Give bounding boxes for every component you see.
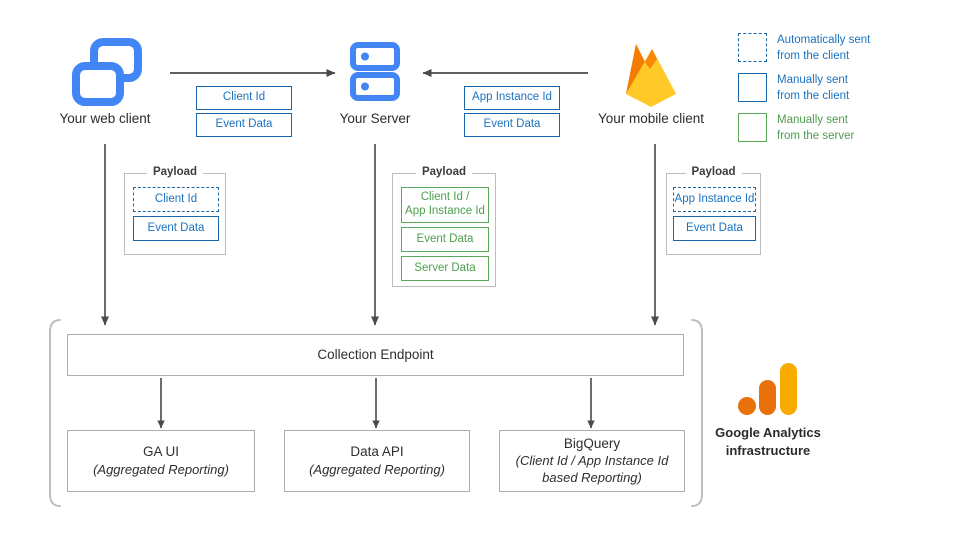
legend-label-manual-client: Manually sent from the client [777,74,850,102]
bigquery-subtitle: (Client Id / App Instance Id based Repor… [515,453,669,486]
bracket-right [691,319,703,507]
server-label: Your Server [339,111,411,126]
legend-item-manual-server: Manually sent from the server [738,113,854,144]
payload-server-title: Payload [415,166,473,178]
bigquery-title: BigQuery [563,436,621,451]
ga-ui-title: GA UI [142,444,179,460]
collection-endpoint-label: Collection Endpoint [317,346,434,362]
payload-server-item-event-data: Event Data [401,227,489,252]
legend-label-manual-server: Manually sent from the server [777,114,855,142]
legend-swatch-solid-green-square [738,113,767,142]
payload-web: Payload Client Id Event Data [124,166,226,255]
data-api-title: Data API [350,444,404,460]
tag-mobile-app-instance-id: App Instance Id [464,86,560,110]
server-stack-icon [349,42,401,104]
web-client-label: Your web client [59,111,151,126]
payload-server: Payload Client Id / App Instance Id Even… [392,166,496,287]
payload-mobile-title: Payload [685,166,742,178]
firebase-flame-icon [616,36,686,112]
payload-web-item-client-id: Client Id [133,187,219,212]
tag-web-client-id: Client Id [196,86,292,110]
data-api-subtitle: (Aggregated Reporting) [309,461,445,477]
ga-ui-subtitle: (Aggregated Reporting) [93,461,229,477]
payload-server-item-server-data: Server Data [401,256,489,281]
payload-server-item-ids: Client Id / App Instance Id [401,187,489,223]
collection-endpoint-box: Collection Endpoint [67,334,684,376]
legend-swatch-solid-blue-square [738,73,767,102]
output-box-data-api: Data API (Aggregated Reporting) [284,430,470,492]
payload-mobile: Payload App Instance Id Event Data [666,166,761,255]
tag-web-event-data: Event Data [196,113,292,137]
bracket-left [49,319,61,507]
payload-web-title: Payload [146,166,204,178]
legend-item-manual-client: Manually sent from the client [738,73,849,104]
google-analytics-logo [737,363,801,423]
legend-swatch-dashed-blue-square [738,33,767,62]
legend-label-auto-client: Automatically sent from the client [777,34,871,62]
legend-item-auto-client: Automatically sent from the client [738,33,870,64]
ga-infrastructure-label: Google Analytics infrastructure [715,425,821,458]
browser-windows-icon [72,38,142,110]
output-box-bigquery: BigQuery (Client Id / App Instance Id ba… [499,430,685,492]
payload-mobile-item-event-data: Event Data [673,216,756,241]
tag-mobile-event-data: Event Data [464,113,560,137]
payload-mobile-item-app-instance-id: App Instance Id [673,187,756,212]
output-box-ga-ui: GA UI (Aggregated Reporting) [67,430,255,492]
mobile-client-label: Your mobile client [597,111,705,126]
payload-web-item-event-data: Event Data [133,216,219,241]
